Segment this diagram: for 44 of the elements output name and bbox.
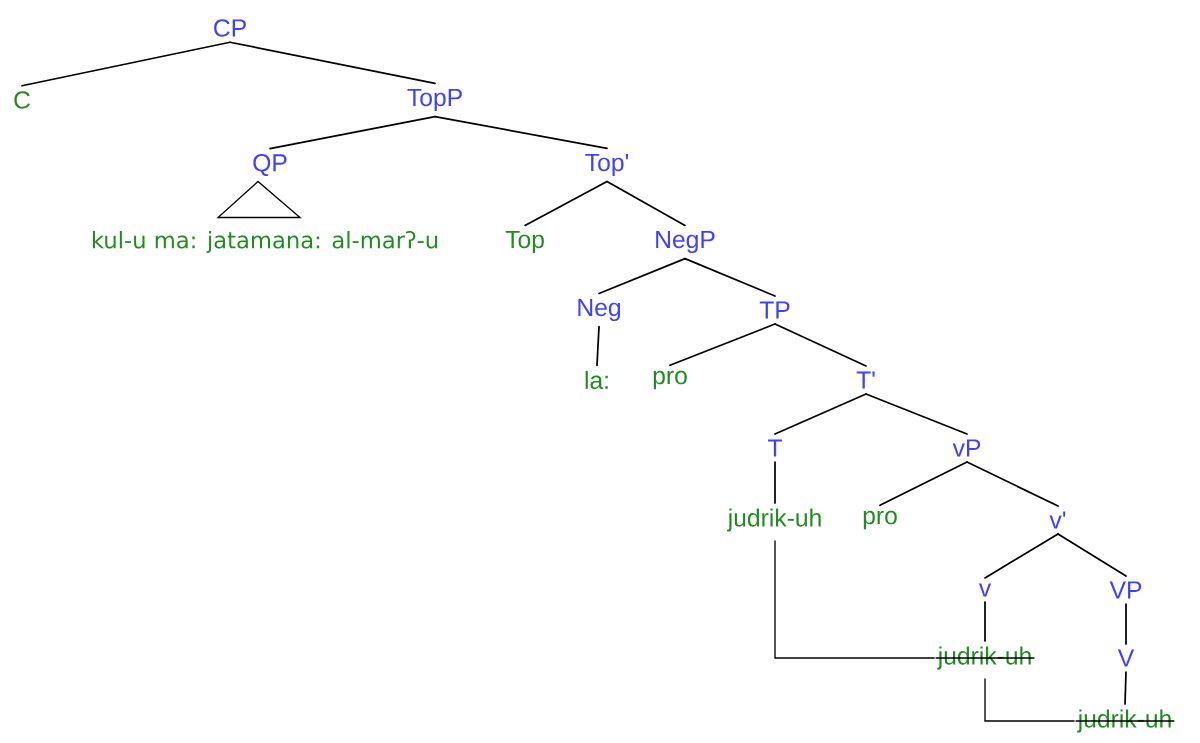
category-label: T (768, 439, 782, 457)
category-label: TP (759, 301, 790, 319)
category-label: TopP (407, 88, 462, 112)
word-label: pro (653, 370, 687, 390)
branch-line (269, 115, 436, 150)
branch-line (774, 393, 867, 435)
movement-line (774, 540, 935, 659)
category-label: CP (214, 19, 246, 37)
category-label: V (1117, 649, 1135, 667)
branch-line (1057, 533, 1127, 577)
branch-line (1125, 603, 1127, 645)
word-label: pro (863, 510, 897, 530)
branch-line (434, 115, 608, 150)
word-label: kul-u ma: jatamana: al-marʔ-u (92, 231, 438, 253)
word-label: judrik-uh (727, 508, 821, 532)
category-label: NegP (656, 230, 715, 254)
category-label: Neg (578, 298, 621, 322)
branch-line (984, 533, 1059, 579)
word-label: Top (505, 230, 544, 254)
branch-line (966, 461, 1059, 507)
branch-line (774, 323, 867, 367)
branch-line (21, 41, 231, 87)
branch-line (524, 180, 608, 227)
branch-line (606, 180, 686, 227)
category-label: QP (253, 154, 287, 176)
branch-line (229, 41, 436, 85)
category-label: v' (1049, 511, 1066, 529)
branch-line (669, 323, 776, 367)
category-label: VP (1109, 581, 1142, 599)
branch-line (879, 461, 968, 507)
category-label: vP (952, 439, 981, 457)
category-label: Top' (585, 153, 628, 177)
branch-line (1124, 671, 1127, 705)
category-label: T' (856, 371, 875, 389)
branch-line (774, 461, 776, 504)
movement-line (984, 678, 1075, 722)
branch-line (684, 257, 776, 297)
category-label: v (978, 583, 992, 597)
word-label: la: (585, 370, 608, 390)
branch-line (598, 257, 686, 295)
branch-line (596, 325, 600, 367)
branch-line (984, 601, 986, 642)
word-label: C (14, 91, 30, 109)
branch-line (865, 393, 968, 435)
